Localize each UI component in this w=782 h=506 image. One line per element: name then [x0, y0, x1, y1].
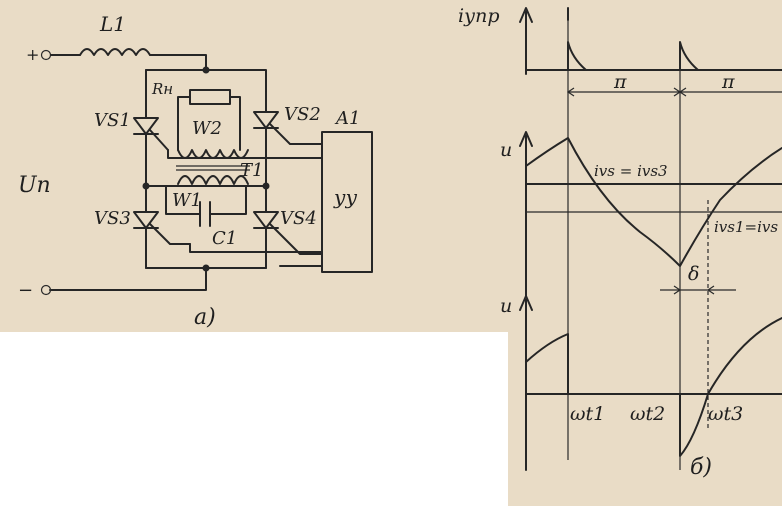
- t1-label: ωt1: [570, 403, 605, 425]
- capacitor-label: C1: [212, 228, 237, 249]
- winding-w1-label: W1: [172, 190, 202, 211]
- inductor-l1: [79, 48, 151, 56]
- winding-w2-label: W2: [192, 118, 222, 139]
- wire-load-left: [177, 96, 191, 119]
- wire-top-rail: [145, 69, 267, 93]
- delta-dimension: [660, 285, 736, 295]
- transformer-core: [176, 165, 250, 171]
- wire-cap-left: [165, 185, 201, 215]
- terminal-plus-label: +: [26, 45, 39, 64]
- thyristor-vs3-label: VS3: [94, 208, 131, 229]
- delta-label: δ: [688, 263, 699, 285]
- bottom-segment-2: [679, 393, 709, 457]
- caption-a: a): [194, 305, 216, 330]
- paper-right-strip: [508, 330, 782, 506]
- thyristor-vs4-label: VS4: [280, 208, 317, 229]
- thyristor-vs2-label: VS2: [284, 104, 321, 125]
- controller-label: уу: [333, 185, 358, 209]
- bottom-axis-label: u: [500, 295, 512, 317]
- t2-label: ωt2: [630, 403, 665, 425]
- thyristor-vs1-label: VS1: [94, 110, 131, 131]
- thyristor-vs3: [133, 185, 191, 269]
- ivs-label: ivs = ivs3: [594, 162, 668, 180]
- pulse-2: [679, 41, 699, 71]
- t3-label: ωt3: [708, 403, 743, 425]
- wire-w2-connect: [177, 117, 241, 151]
- wire-vs1-gate: [167, 149, 323, 159]
- supply-label: Uп: [18, 173, 51, 198]
- mid-u-curve: [525, 137, 782, 267]
- winding-w1: [177, 175, 249, 185]
- paper-upper: [0, 0, 782, 332]
- pi-right-label: π: [721, 71, 735, 93]
- bottom-segment-3: [707, 317, 782, 395]
- bottom-axis: [519, 295, 533, 471]
- wire-l1-out: [149, 54, 207, 71]
- load-label: Rн: [151, 80, 173, 98]
- mid-axis-label: u: [500, 139, 512, 161]
- thyristor-vs4: [253, 185, 323, 269]
- controller-a1-label: A1: [334, 108, 360, 129]
- pi-left-label: π: [613, 71, 627, 93]
- mid-axis: [519, 131, 533, 297]
- ivs1-label: ivs1=ivs: [714, 218, 778, 236]
- timing-graphs: iупр π π u ivs = ivs3 ivs1=ivs δ u ωt: [458, 5, 782, 480]
- wire-vs3-gate: [189, 243, 323, 253]
- bottom-segment-1: [525, 333, 569, 395]
- transformer-label: T1: [240, 160, 263, 181]
- terminal-minus-label: −: [18, 280, 33, 301]
- circuit-diagram: + L1 Rн W2 VS1 VS2 A1 уу: [18, 12, 373, 330]
- wire-bottom-out: [49, 267, 207, 291]
- terminal-minus: [40, 284, 52, 296]
- wire-cap-right: [209, 185, 247, 215]
- controller-block: [321, 131, 373, 273]
- thyristor-vs1: [133, 109, 169, 187]
- caption-b: б): [690, 455, 712, 480]
- top-axis: [519, 7, 533, 75]
- inductor-l1-label: L1: [99, 12, 126, 36]
- wire-load-right: [229, 96, 241, 119]
- top-axis-label: iупр: [458, 5, 500, 27]
- thyristor-vs2: [253, 91, 323, 187]
